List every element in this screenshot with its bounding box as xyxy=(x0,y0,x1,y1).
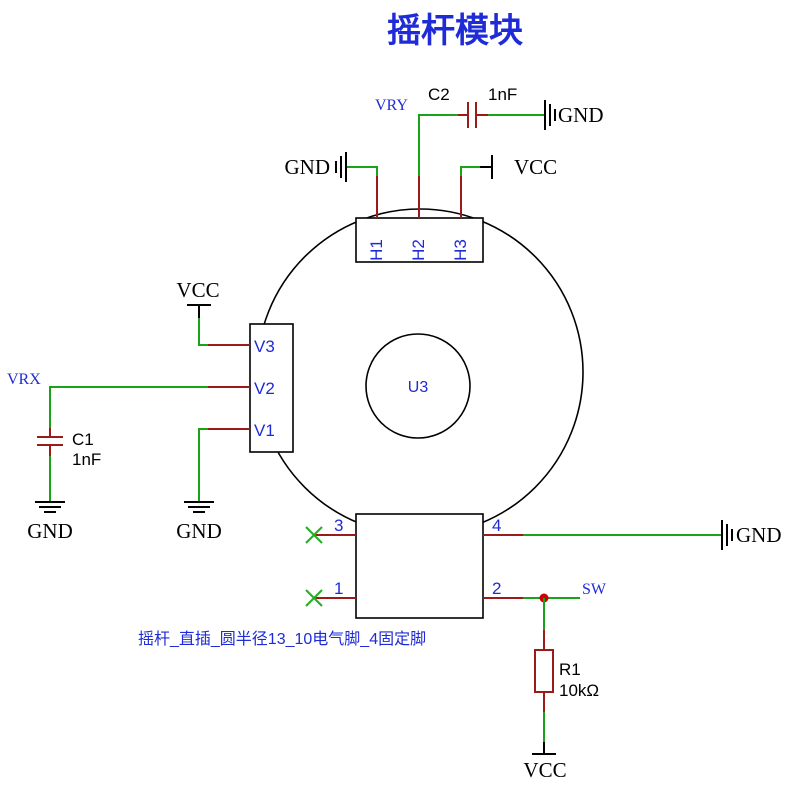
pin-3: 3 xyxy=(334,516,343,535)
v-connector-box xyxy=(249,323,294,453)
pin-h2: H2 xyxy=(409,239,428,261)
schematic-title: 摇杆模块 xyxy=(387,11,523,51)
ground-symbol-v1 xyxy=(184,501,214,513)
net-sw: SW xyxy=(582,581,607,598)
net-gnd-c2: GND xyxy=(558,103,604,127)
ground-symbol-pin4 xyxy=(721,520,733,550)
net-gnd-pin4: GND xyxy=(736,523,782,547)
joystick-center xyxy=(365,333,471,439)
pin-v1: V1 xyxy=(254,421,275,440)
ground-symbol-c1 xyxy=(35,501,65,513)
net-vcc-r1: VCC xyxy=(523,758,566,782)
net-vcc-h3: VCC xyxy=(514,155,557,179)
net-vcc-v3: VCC xyxy=(176,278,219,302)
footprint-label: 摇杆_直插_圆半径13_10电气脚_4固定脚 xyxy=(138,630,426,648)
c2-value: 1nF xyxy=(488,85,517,104)
pin-2: 2 xyxy=(492,579,501,598)
pin-1: 1 xyxy=(334,579,343,598)
pin-v3: V3 xyxy=(254,337,275,356)
net-gnd-v1: GND xyxy=(176,519,222,543)
h-connector-box xyxy=(355,217,484,263)
r1-ref: R1 xyxy=(559,660,581,679)
c2-ref: C2 xyxy=(428,85,450,104)
no-connect-pin1 xyxy=(305,589,323,607)
net-gnd-h1: GND xyxy=(285,155,331,179)
pin-4: 4 xyxy=(492,516,501,535)
ground-symbol-h1 xyxy=(335,152,347,182)
r1-value: 10kΩ xyxy=(559,681,599,700)
pin-h1: H1 xyxy=(367,239,386,261)
net-vrx: VRX xyxy=(7,371,41,388)
c1-ref: C1 xyxy=(72,430,94,449)
ground-symbol-c2 xyxy=(544,100,556,130)
pin-h3: H3 xyxy=(451,239,470,261)
pin-v2: V2 xyxy=(254,379,275,398)
u3-ref: U3 xyxy=(408,379,429,396)
net-vry: VRY xyxy=(375,97,408,114)
switch-box xyxy=(355,513,484,619)
no-connect-pin3 xyxy=(305,526,323,544)
c1-value: 1nF xyxy=(72,450,101,469)
resistor-r1 xyxy=(534,649,554,693)
net-gnd-c1: GND xyxy=(27,519,73,543)
